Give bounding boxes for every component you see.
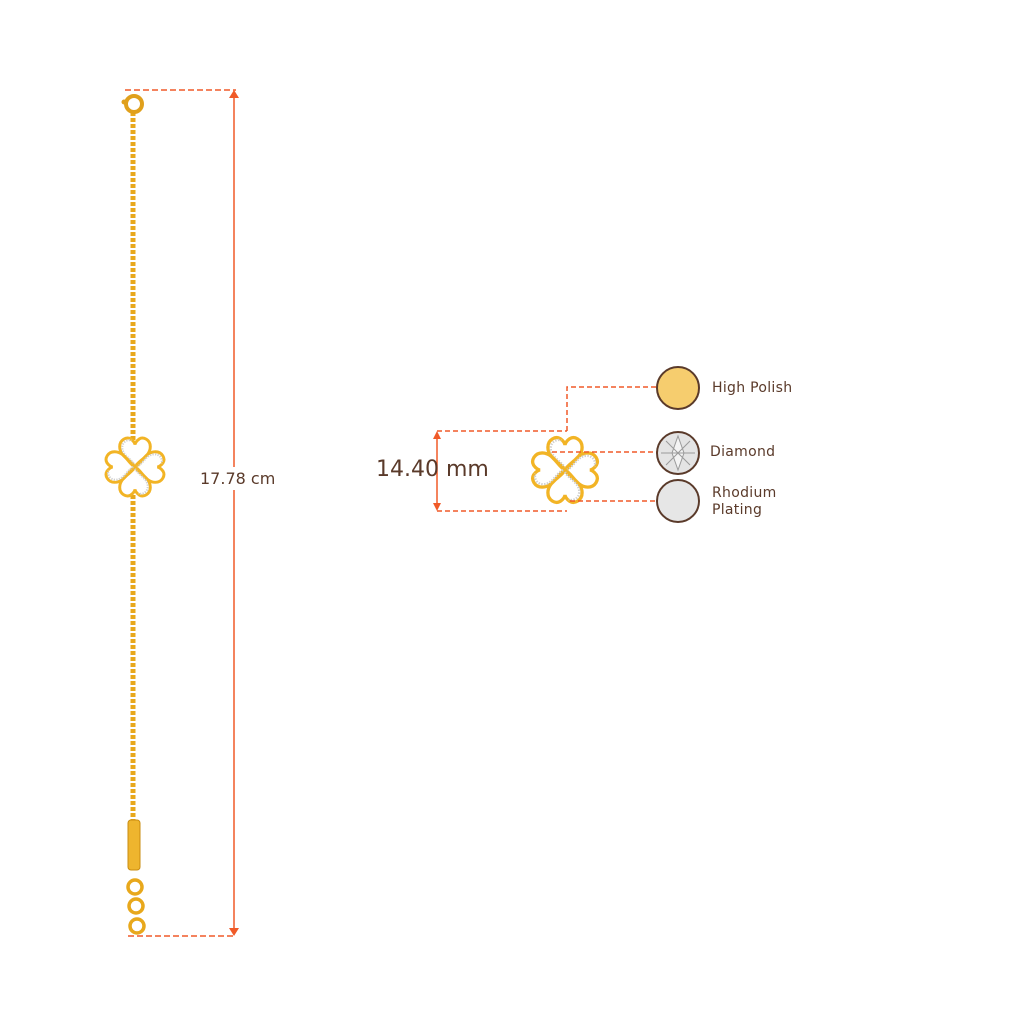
- length-label: 17.78 cm: [200, 467, 276, 490]
- bracelet-chain: [121, 94, 146, 935]
- legend-plating: Plating: [712, 502, 763, 518]
- rhodium-swatch: [656, 479, 700, 523]
- legend-diamond: Diamond: [710, 444, 776, 460]
- motif-detail: [533, 438, 598, 503]
- bracelet-clover-motif: [106, 438, 164, 496]
- motif-height-label: 14.40 mm: [376, 457, 489, 482]
- diamond-swatch: [656, 431, 700, 475]
- legend-high-polish: High Polish: [712, 380, 793, 396]
- legend-rhodium: Rhodium: [712, 485, 777, 501]
- high-polish-swatch: [656, 366, 700, 410]
- length-dimension: [125, 89, 239, 937]
- legend-leader-lines: [552, 386, 657, 502]
- motif-dimension: [433, 430, 567, 512]
